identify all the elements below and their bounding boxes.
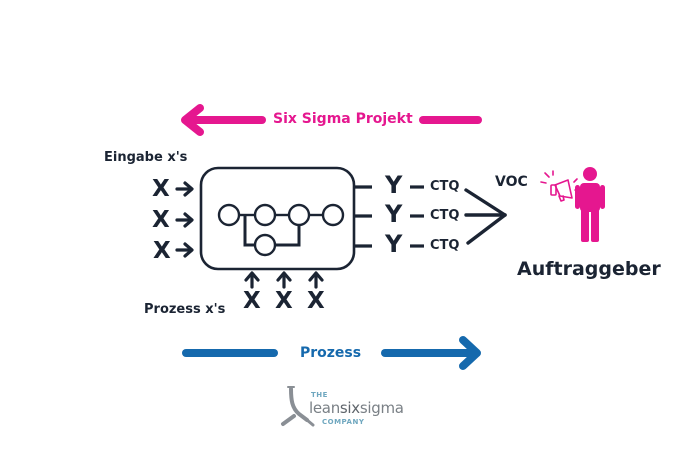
ctq-label: CTQ: [430, 179, 460, 194]
ctq-label: CTQ: [430, 238, 460, 253]
arrow-up-icon: [308, 271, 324, 289]
process-inputs-title: Prozess x's: [144, 302, 226, 317]
six-sigma-project-arrow: [181, 104, 482, 136]
process-input-x: X: [243, 288, 261, 314]
customer-label: Auftraggeber: [517, 258, 661, 280]
output-y: Y: [385, 230, 403, 258]
process-input-x: X: [307, 288, 325, 314]
logo-wordmark: leansixsigma: [309, 398, 404, 417]
process-input-arrows: [244, 271, 324, 289]
output-connectors: [355, 185, 424, 248]
process-input-x: X: [275, 288, 293, 314]
logo-six: six: [339, 399, 360, 417]
project-arrow-head: [181, 104, 204, 136]
input-x: X: [152, 176, 170, 202]
output-y: Y: [385, 200, 403, 228]
process-box: [199, 166, 356, 271]
arrow-right-icon: [175, 212, 194, 228]
process-arrow: [182, 336, 481, 370]
megaphone-icon: [540, 170, 580, 202]
process-flow-icon: [217, 203, 345, 257]
six-sigma-project-label: Six Sigma Projekt: [273, 111, 413, 127]
input-x: X: [153, 238, 171, 264]
arrow-up-icon: [276, 271, 292, 289]
logo-company: COMPANY: [322, 418, 365, 426]
process-arrow-head: [459, 336, 481, 370]
arrow-up-icon: [244, 271, 260, 289]
logo-the: THE: [311, 391, 328, 399]
arrow-right-icon: [175, 181, 194, 197]
ctq-label: CTQ: [430, 208, 460, 223]
lss-logo-mark: [281, 386, 315, 427]
convergence-arrow: [464, 188, 507, 245]
person-icon: [575, 167, 605, 242]
logo-sigma: sigma: [359, 399, 404, 417]
process-label: Prozess: [300, 345, 362, 361]
inputs-title: Eingabe x's: [104, 150, 188, 165]
arrow-right-icon: [175, 242, 194, 258]
voc-label: VOC: [495, 174, 528, 190]
input-x: X: [152, 207, 170, 233]
input-arrows: [175, 181, 194, 258]
logo-lean: lean: [309, 399, 340, 417]
output-y: Y: [385, 171, 403, 199]
